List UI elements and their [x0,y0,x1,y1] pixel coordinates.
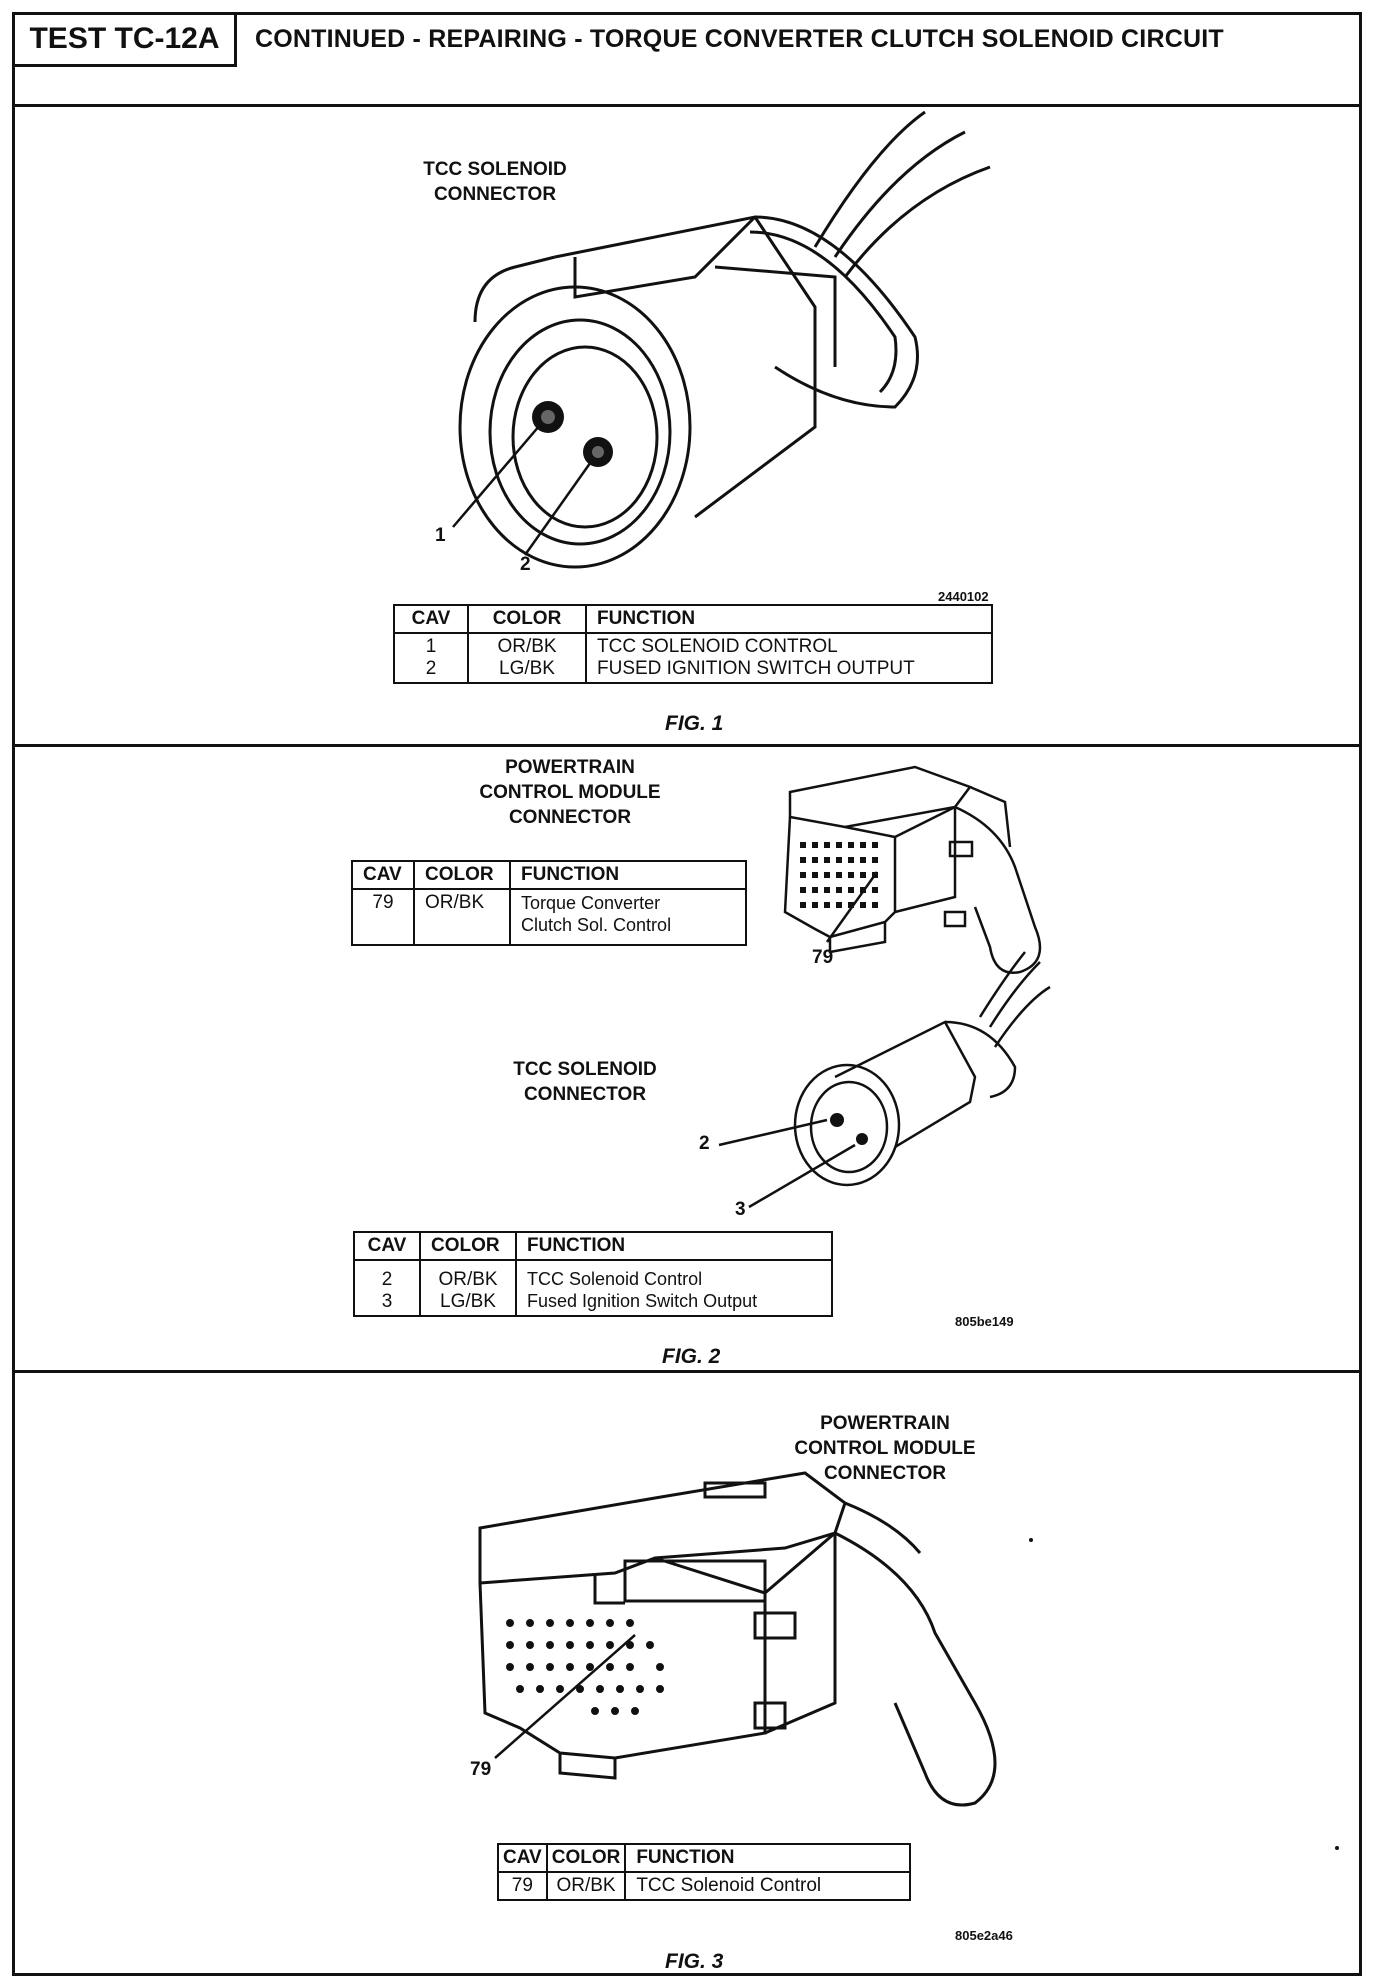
cell-cav: 79 [351,888,415,946]
drawing-code: 805be149 [955,1314,1014,1329]
figure-1-panel: TCC SOLENOID CONNECTOR [15,107,1359,747]
cell-function: TCC Solenoid Control [515,1259,833,1291]
table-row: 79 OR/BK Torque Converter Clutch Sol. Co… [351,888,747,946]
figure-caption: FIG. 1 [665,712,724,735]
col-cav: CAV [353,1231,421,1261]
page-header: TEST TC-12A CONTINUED - REPAIRING - TORQ… [15,15,1359,107]
cell-color: LG/BK [467,658,587,684]
figure-3-panel: POWERTRAIN CONTROL MODULE CONNECTOR [15,1373,1359,1973]
col-function: FUNCTION [585,604,993,634]
cell-function: TCC Solenoid Control [624,1871,911,1901]
fig1-pinout-table: CAV COLOR FUNCTION 1 OR/BK TCC SOLENOID … [393,604,993,684]
cell-function: Torque Converter Clutch Sol. Control [509,888,747,946]
cell-color: LG/BK [419,1291,517,1317]
col-color: COLOR [413,860,511,890]
cell-color: OR/BK [545,1871,627,1901]
page-frame: TEST TC-12A CONTINUED - REPAIRING - TORQ… [12,12,1362,1976]
col-cav: CAV [351,860,415,890]
callout-2: 2 [520,554,531,575]
figure-caption: FIG. 2 [662,1345,721,1368]
page-title: CONTINUED - REPAIRING - TORQUE CONVERTER… [255,25,1224,53]
pcm-connector-large-drawing [478,1471,997,1807]
pcm-connector-small-drawing [718,765,1051,1209]
fig3-pinout-table: CAV COLOR FUNCTION 79 OR/BK TCC Solenoid… [497,1843,911,1901]
cell-color: OR/BK [413,888,511,946]
tcc-callout-3: 3 [735,1199,746,1220]
cell-cav: 2 [353,1259,421,1291]
tcc-callout-2: 2 [699,1133,710,1154]
cell-function: Fused Ignition Switch Output [515,1291,833,1317]
cell-cav: 2 [393,658,469,684]
cell-color: OR/BK [467,632,587,658]
callout-79: 79 [470,1759,492,1780]
fig2-tcc-pinout-table: CAV COLOR FUNCTION 2 OR/BK TCC Solenoid … [353,1231,833,1317]
figure-caption: FIG. 3 [665,1950,724,1973]
cell-color: OR/BK [419,1259,517,1291]
col-function: FUNCTION [515,1231,833,1261]
test-id-box: TEST TC-12A [15,15,237,67]
pcm-callout-79: 79 [812,947,834,968]
cell-function: FUSED IGNITION SWITCH OUTPUT [585,658,993,684]
tcc-connector-label: TCC SOLENOID CONNECTOR [423,159,567,205]
table-row: 1 OR/BK TCC SOLENOID CONTROL [393,632,993,658]
col-function: FUNCTION [509,860,747,890]
fig2-pcm-pinout-table: CAV COLOR FUNCTION 79 OR/BK Torque Conve… [351,860,747,946]
drawing-code: 2440102 [938,589,989,604]
speck [1029,1538,1033,1542]
col-cav: CAV [497,1843,548,1873]
tcc-solenoid-connector-drawing [452,110,991,569]
tcc-connector-label: TCC SOLENOID CONNECTOR [513,1059,657,1105]
col-color: COLOR [467,604,587,634]
callout-1: 1 [435,525,446,546]
cell-function: TCC SOLENOID CONTROL [585,632,993,658]
col-color: COLOR [419,1231,517,1261]
col-color: COLOR [545,1843,627,1873]
cell-cav: 79 [497,1871,548,1901]
col-cav: CAV [393,604,469,634]
col-function: FUNCTION [624,1843,911,1873]
table-row: 2 LG/BK FUSED IGNITION SWITCH OUTPUT [393,658,993,684]
cell-cav: 1 [393,632,469,658]
cell-cav: 3 [353,1291,421,1317]
drawing-code: 805e2a46 [955,1928,1013,1943]
speck [1335,1846,1339,1850]
pcm-connector-label: POWERTRAIN CONTROL MODULE CONNECTOR [479,757,661,828]
table-row: 3 LG/BK Fused Ignition Switch Output [353,1291,833,1317]
pcm-connector-label: POWERTRAIN CONTROL MODULE CONNECTOR [794,1413,976,1484]
figure-2-panel: POWERTRAIN CONTROL MODULE CONNECTOR CAV … [15,747,1359,1373]
table-row: 79 OR/BK TCC Solenoid Control [497,1871,911,1901]
table-row: 2 OR/BK TCC Solenoid Control [353,1259,833,1291]
